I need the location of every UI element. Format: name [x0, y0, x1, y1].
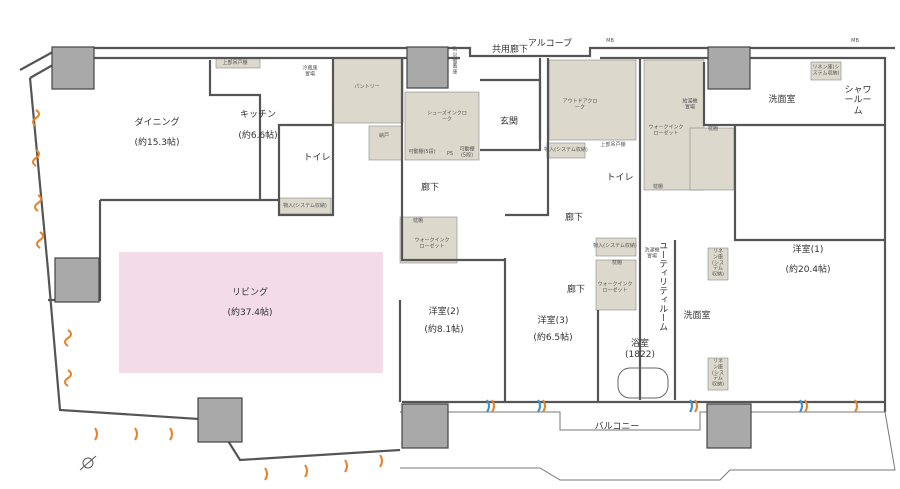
room-shoes-cloak: シューズインクローク: [427, 110, 467, 122]
room-toilet: トイレ: [606, 172, 634, 183]
compass-icon: [79, 455, 97, 471]
window-marks: [32, 109, 858, 481]
label-fridge: 冷蔵庫置場: [302, 65, 318, 77]
label-common-corridor: 共用廊下: [491, 44, 529, 55]
label-washer: 洗濯機置場: [644, 247, 660, 259]
room-kitchen: キッチン: [239, 109, 277, 120]
storage-areas: [215, 57, 842, 391]
room-toilet: トイレ: [303, 152, 331, 163]
label-pillow-shelf: 枕棚: [652, 184, 664, 191]
bathtub-icon: [617, 367, 669, 399]
room-walk-in-closet: ウォークインクローゼット: [648, 124, 684, 136]
label-mb: MB: [606, 38, 614, 45]
room-western-3-size: (約6.5帖): [533, 332, 573, 343]
room-bath-size: (1822): [625, 349, 655, 360]
room-kitchen-size: (約6.6帖): [238, 130, 278, 141]
room-walk-in-closet: ウォークインクローゼット: [414, 237, 450, 249]
room-entrance: 玄関: [499, 116, 519, 127]
label-closet: 物入(システム収納): [593, 243, 637, 250]
window-marks-blue: [486, 399, 803, 413]
room-washroom: 洗面室: [683, 310, 711, 321]
room-washroom: 洗面室: [768, 94, 796, 105]
label-shelf: 可動棚(5段): [459, 146, 475, 158]
room-balcony: バルコニー: [594, 421, 640, 432]
label-ps: PS: [446, 151, 454, 158]
room-shower: シャワールーム: [844, 85, 872, 117]
columns: [51, 46, 752, 449]
room-pantry: パントリー: [354, 84, 380, 91]
room-storage: 納戸: [378, 133, 390, 140]
label-shelf: 可動棚(5段): [408, 149, 436, 156]
room-corridor: 廊下: [564, 212, 584, 223]
room-outdoor-cloak: アウトドアクローク: [562, 98, 598, 110]
room-western-2-size: (約8.1帖): [424, 324, 464, 335]
room-living: リビング: [231, 287, 269, 298]
room-utility: ユーティリティルーム: [657, 241, 668, 331]
room-dining-size: (約15.3帖): [134, 137, 180, 148]
room-bath: 浴室: [630, 338, 650, 349]
label-pillow-shelf: 枕棚: [611, 260, 623, 267]
label-disaster-storage: 防災備蓄庫: [452, 46, 458, 76]
room-walk-in-closet: ウォークインクローゼット: [597, 281, 633, 293]
label-linen: リネン庫(システム収納): [712, 248, 724, 278]
room-corridor: 廊下: [566, 284, 586, 295]
label-water-heater: 給湯機置場: [682, 98, 698, 110]
room-western-1-size: (約20.4帖): [785, 264, 831, 275]
label-linen: リネン庫(システム収納): [812, 64, 840, 76]
room-corridor: 廊下: [420, 182, 440, 193]
label-upper-cabinet: 上部吊戸棚: [222, 60, 248, 67]
room-western-2: 洋室(2): [428, 306, 460, 317]
balcony-outline: [400, 411, 896, 481]
room-living-size: (約37.4帖): [227, 307, 273, 318]
label-pillow-shelf: 枕棚: [707, 126, 719, 133]
label-mb: MB: [851, 38, 859, 45]
label-upper-cabinet: 上部吊戸棚: [600, 142, 626, 149]
room-western-1: 洋室(1): [792, 244, 824, 255]
room-dining: ダイニング: [134, 117, 180, 128]
label-alcove: アルコーブ: [527, 38, 573, 49]
label-linen: リネン庫(システム収納): [712, 358, 724, 388]
living-highlight: [119, 252, 383, 373]
room-western-3: 洋室(3): [537, 315, 569, 326]
label-closet: 物入(システム収納): [544, 147, 588, 154]
label-closet: 物入(システム収納): [283, 203, 327, 210]
label-pillow-shelf: 枕棚: [412, 218, 424, 225]
